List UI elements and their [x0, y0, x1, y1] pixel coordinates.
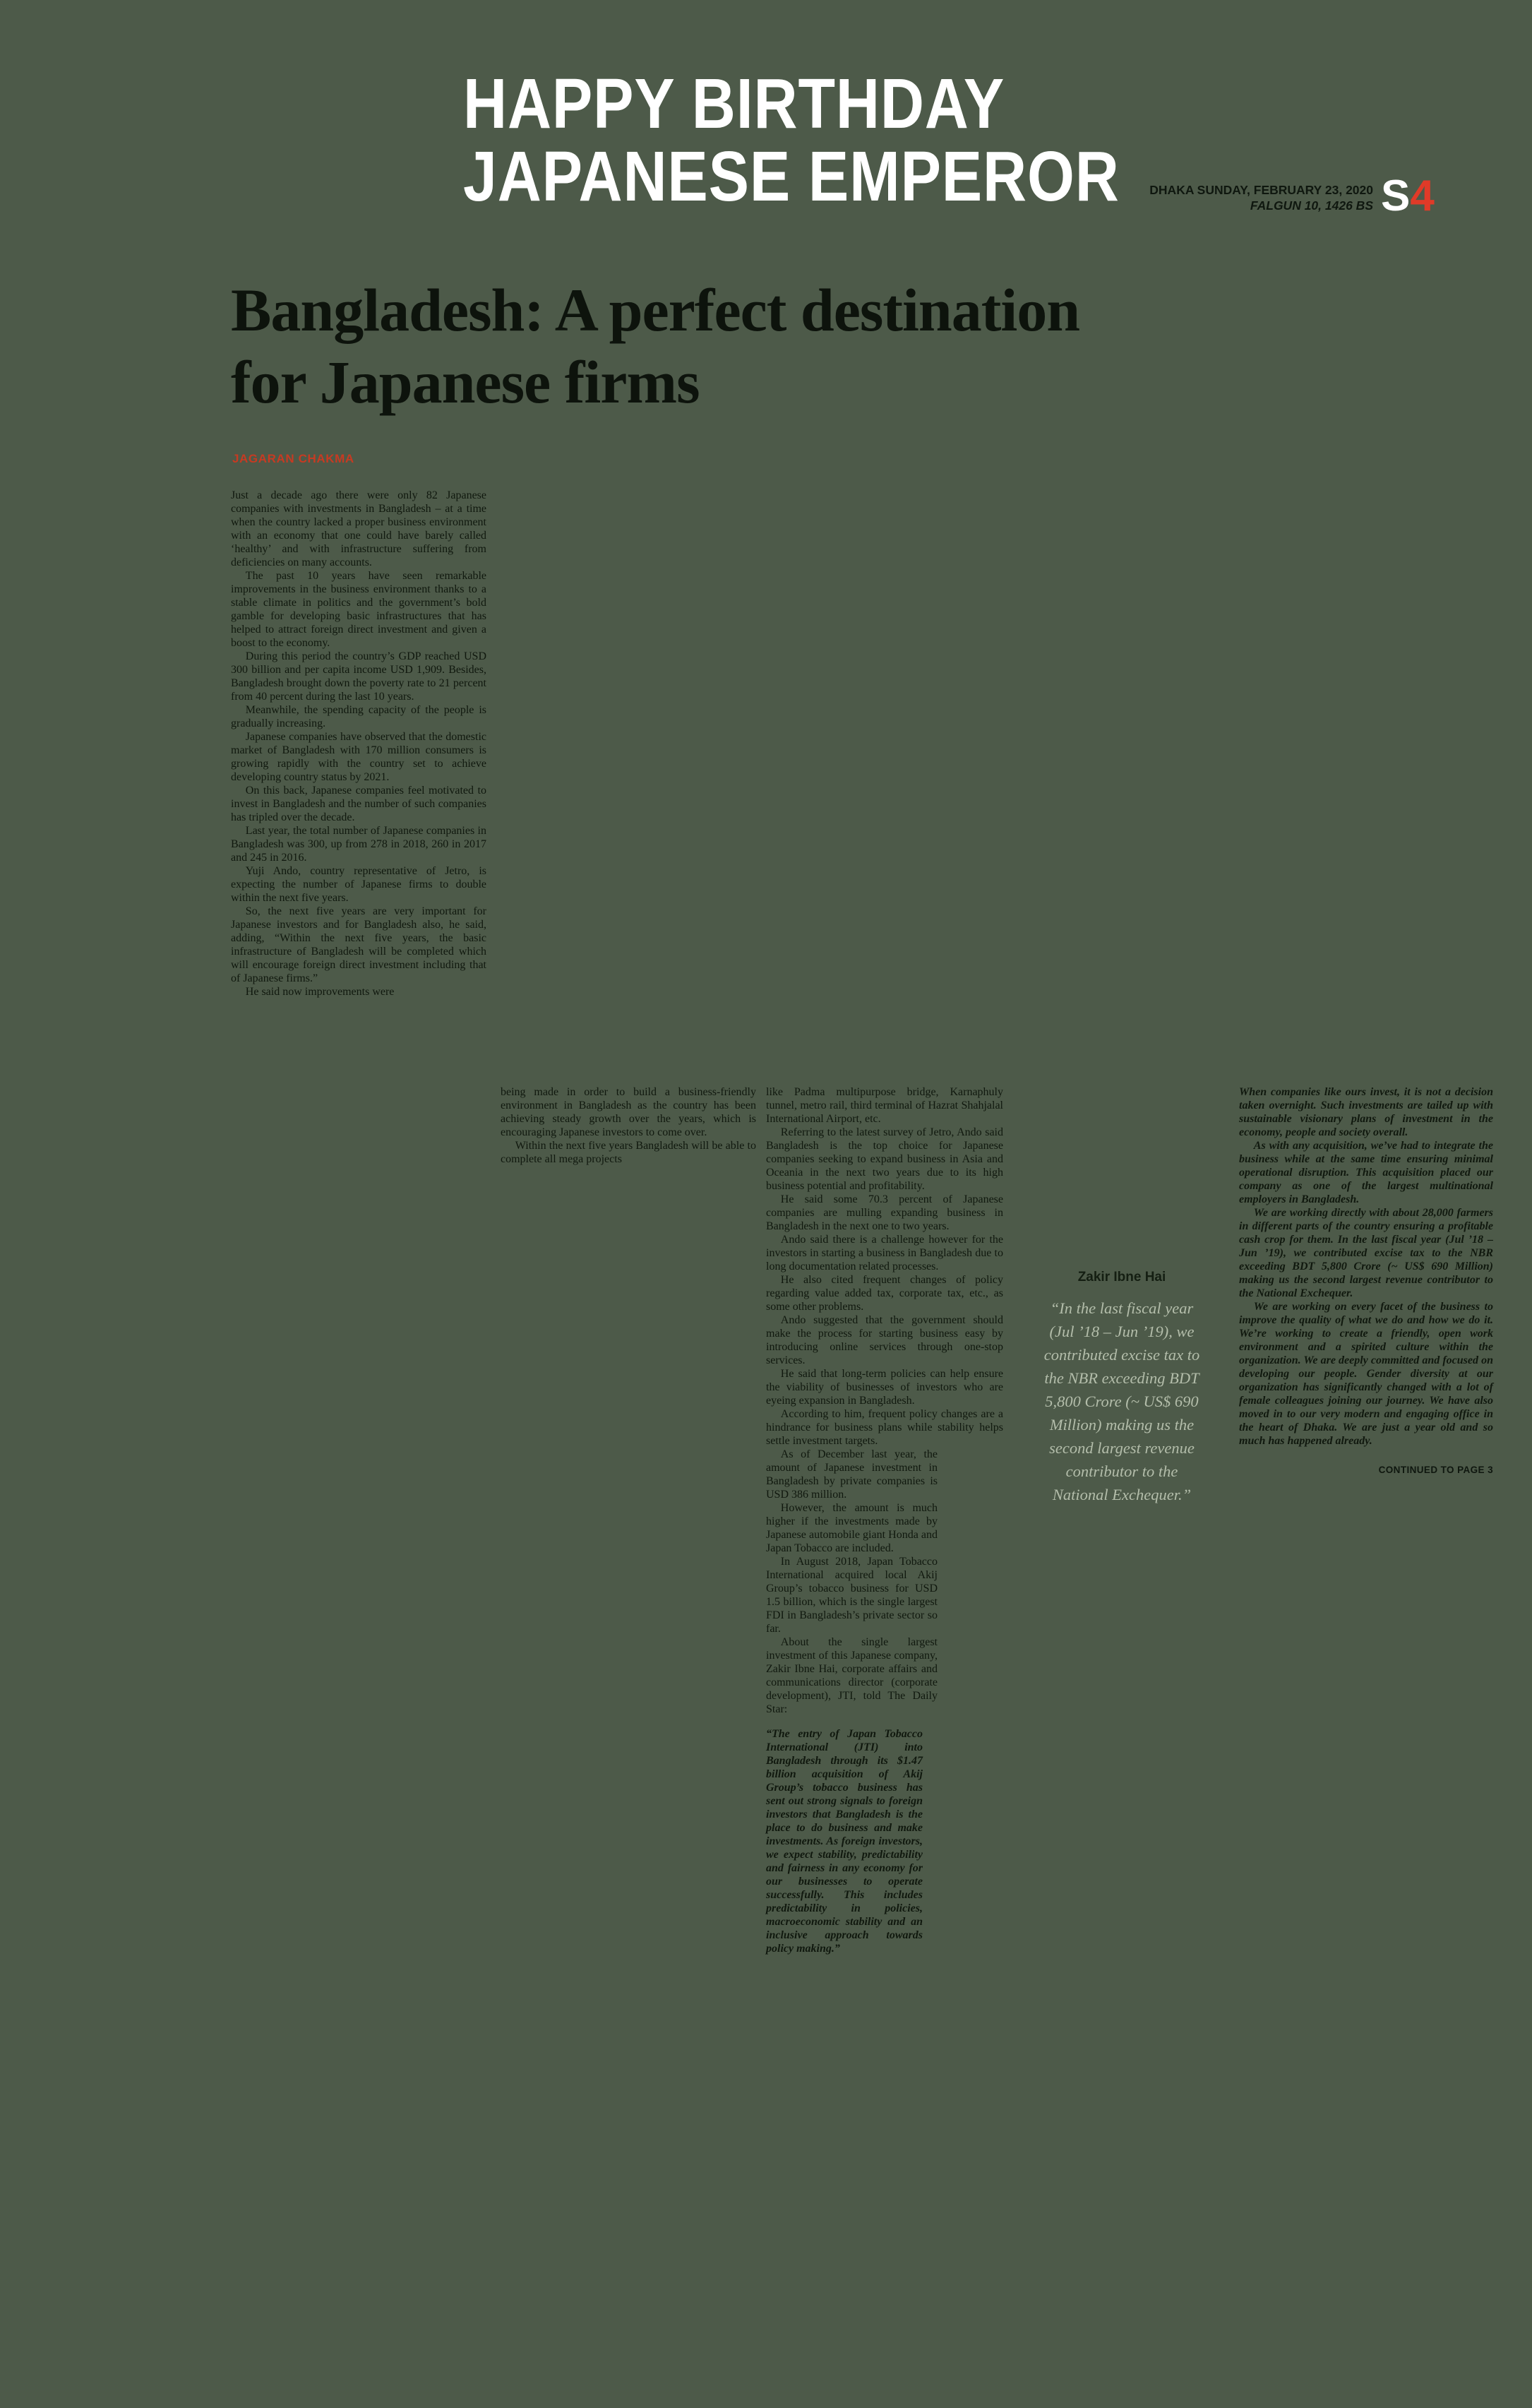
paragraph: During this period the country’s GDP rea… [231, 650, 486, 703]
paragraph: We are working directly with about 28,00… [1239, 1207, 1493, 1299]
continued-notice: CONTINUED TO PAGE 3 [1378, 1465, 1493, 1475]
headline-line2: for Japanese firms [231, 348, 700, 416]
pull-quote-attribution: Zakir Ibne Hai [1077, 1270, 1166, 1285]
column-3-full-width-text: like Padma multipurpose bridge, Karnaphu… [766, 1085, 1003, 1448]
section-number: 4 [1410, 172, 1435, 220]
paragraph: Referring to the latest survey of Jetro,… [766, 1126, 1003, 1192]
paragraph: Yuji Ando, country representative of Jet… [231, 865, 486, 904]
paragraph: He also cited frequent changes of policy… [766, 1274, 1003, 1313]
paragraph: Last year, the total number of Japanese … [231, 825, 486, 864]
paragraph: Within the next five years Bangladesh wi… [501, 1140, 756, 1165]
paragraph: “The entry of Japan Tobacco Internationa… [766, 1728, 923, 1955]
paragraph: On this back, Japanese companies feel mo… [231, 785, 486, 823]
article-column-3: like Padma multipurpose bridge, Karnaphu… [766, 1085, 1003, 1955]
article-column-1: Just a decade ago there were only 82 Jap… [231, 489, 486, 999]
masthead-line1: HAPPY BIRTHDAY [463, 64, 1005, 143]
paragraph: According to him, frequent policy change… [766, 1408, 1003, 1447]
paragraph: In August 2018, Japan Tobacco Internatio… [766, 1556, 938, 1635]
paragraph: Ando suggested that the government shoul… [766, 1314, 1003, 1366]
pull-quote-text: “In the last fiscal year (Jul ’18 – Jun … [1043, 1299, 1200, 1503]
paragraph: He said that long-term policies can help… [766, 1368, 1003, 1407]
section-letter: S [1381, 172, 1411, 220]
paragraph: However, the amount is much higher if th… [766, 1502, 938, 1554]
jti-statement-quote: “The entry of Japan Tobacco Internationa… [766, 1727, 923, 1955]
article-headline: Bangladesh: A perfect destination for Ja… [231, 274, 1080, 418]
paragraph: Ando said there is a challenge however f… [766, 1234, 1003, 1272]
masthead-title: HAPPY BIRTHDAY JAPANESE EMPEROR [463, 68, 1120, 213]
paragraph: When companies like ours invest, it is n… [1239, 1086, 1493, 1138]
paragraph: Japanese companies have observed that th… [231, 731, 486, 783]
headline-line1: Bangladesh: A perfect destination [231, 276, 1080, 344]
paragraph: About the single largest investment of t… [766, 1636, 938, 1715]
paragraph: He said some 70.3 percent of Japanese co… [766, 1193, 1003, 1232]
paragraph: Meanwhile, the spending capacity of the … [231, 704, 486, 729]
byline: JAGARAN CHAKMA [232, 452, 354, 465]
dateline-secondary: FALGUN 10, 1426 BS [1250, 198, 1373, 213]
paragraph: We are working on every facet of the bus… [1239, 1301, 1493, 1447]
section-badge: S4 [1381, 174, 1435, 218]
paragraph: He said now improvements were [245, 986, 395, 998]
paragraph: As of December last year, the amount of … [766, 1448, 938, 1501]
pull-quote: Zakir Ibne Hai “In the last fiscal year … [1040, 1270, 1204, 1506]
paragraph: The past 10 years have seen remarkable i… [231, 570, 486, 649]
paragraph: like Padma multipurpose bridge, Karnaphu… [766, 1086, 1003, 1125]
dateline-primary: DHAKA SUNDAY, FEBRUARY 23, 2020 [1149, 183, 1373, 197]
paragraph: Just a decade ago there were only 82 Jap… [231, 489, 486, 568]
article-column-2: being made in order to build a business-… [501, 1085, 756, 1166]
masthead-line2: JAPANESE EMPEROR [463, 137, 1120, 216]
paragraph: being made in order to build a business-… [501, 1086, 756, 1138]
paragraph: So, the next five years are very importa… [231, 905, 486, 984]
column-4-paragraphs: When companies like ours invest, it is n… [1239, 1085, 1493, 1448]
article-column-4: When companies like ours invest, it is n… [1239, 1085, 1493, 1477]
paragraph: As with any acquisition, we’ve had to in… [1239, 1140, 1493, 1205]
dateline: DHAKA SUNDAY, FEBRUARY 23, 2020 FALGUN 1… [988, 182, 1373, 213]
column-3-narrow-text: As of December last year, the amount of … [766, 1448, 938, 1716]
